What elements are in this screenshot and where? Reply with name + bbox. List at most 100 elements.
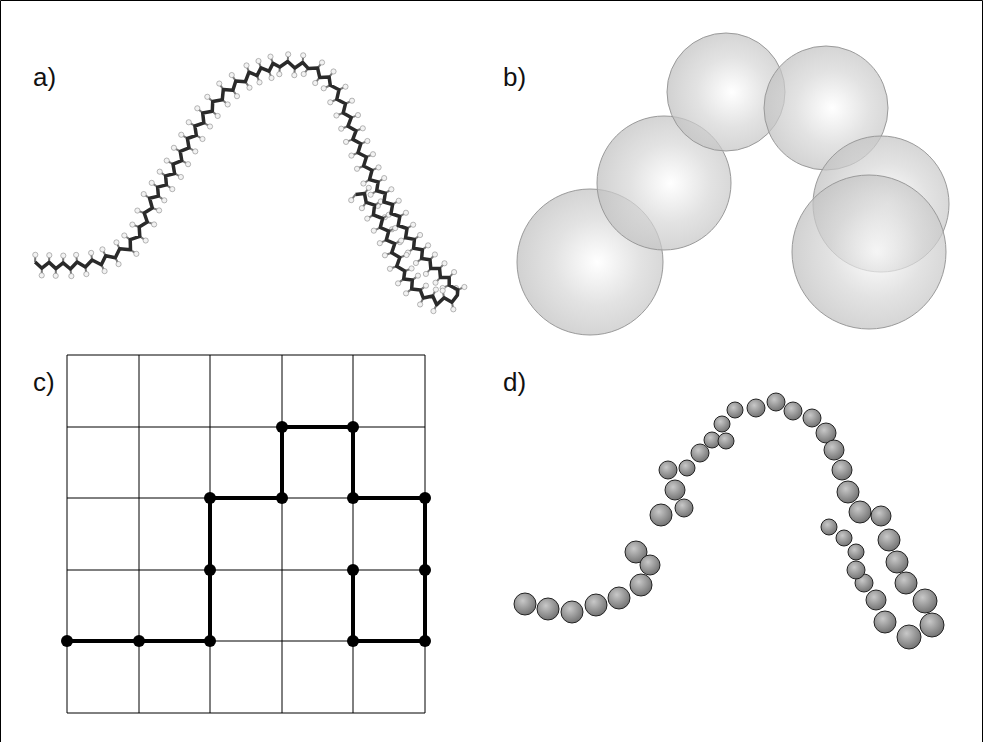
hydrogen-atom bbox=[403, 210, 408, 215]
hydrogen-atom bbox=[149, 180, 154, 185]
panel-label: c) bbox=[33, 369, 55, 395]
hydrogen-atom bbox=[33, 252, 38, 257]
hydrogen-atom bbox=[387, 266, 392, 271]
hydrogen-atom bbox=[349, 98, 354, 103]
hydrogen-atom bbox=[331, 69, 336, 74]
hydrogen-atom bbox=[432, 252, 437, 257]
monomer-dot bbox=[204, 564, 216, 576]
hydrogen-atom bbox=[193, 149, 198, 154]
hydrogen-atom bbox=[61, 253, 66, 258]
panel-label: a) bbox=[33, 64, 56, 90]
hydrogen-atom bbox=[365, 138, 370, 143]
hydrogen-atom bbox=[244, 63, 249, 68]
hydrogen-atom bbox=[411, 222, 416, 227]
bead bbox=[675, 499, 693, 517]
hydrogen-atom bbox=[423, 283, 428, 288]
bead bbox=[727, 402, 743, 418]
hydrogen-atom bbox=[371, 228, 376, 233]
hydrogen-atom bbox=[162, 198, 167, 203]
hydrogen-atom bbox=[370, 152, 375, 157]
hydrogen-atom bbox=[313, 80, 318, 85]
hydrogen-atom bbox=[170, 187, 175, 192]
hydrogen-atom bbox=[152, 222, 157, 227]
hydrogen-atom bbox=[225, 102, 230, 107]
carbon-backbone bbox=[35, 62, 458, 305]
hydrogen-atom bbox=[171, 145, 176, 150]
hydrogen-atom bbox=[409, 266, 414, 271]
hydrogen-atom bbox=[47, 253, 52, 258]
panel-label: d) bbox=[503, 369, 526, 395]
monomer-dot bbox=[276, 492, 288, 504]
bead bbox=[650, 504, 672, 526]
bead bbox=[897, 625, 921, 649]
panel-label: b) bbox=[503, 64, 526, 90]
bead bbox=[691, 444, 709, 462]
bead bbox=[920, 613, 944, 637]
bead bbox=[821, 519, 837, 535]
bead bbox=[837, 481, 859, 503]
hydrogen-atom bbox=[134, 251, 139, 256]
hydrogen-atom bbox=[69, 274, 74, 279]
hydrogen-atom bbox=[349, 198, 354, 203]
bead bbox=[630, 574, 652, 596]
hydrogen-atom bbox=[229, 72, 234, 77]
blob-spheres bbox=[517, 33, 949, 335]
bead bbox=[874, 611, 896, 633]
monomer-dot bbox=[419, 564, 431, 576]
grid-line bbox=[67, 713, 425, 714]
lattice-grid bbox=[67, 355, 425, 713]
hydrogen-atom bbox=[451, 307, 456, 312]
hydrogen-atom bbox=[205, 94, 210, 99]
bead bbox=[640, 555, 660, 575]
grid-line bbox=[139, 355, 140, 713]
hydrogen-atom bbox=[207, 124, 212, 129]
hydrogen-atom bbox=[268, 54, 273, 59]
hydrogen-atom bbox=[399, 238, 404, 243]
hydrogen-atom bbox=[413, 260, 418, 265]
bead bbox=[585, 594, 607, 616]
atomistic-chain bbox=[33, 52, 467, 314]
bead bbox=[866, 590, 886, 610]
hydrogen-atom bbox=[256, 58, 261, 63]
hydrogen-atom bbox=[277, 72, 282, 77]
hydrogen-atom bbox=[157, 169, 162, 174]
hydrogen-atom bbox=[39, 273, 44, 278]
bead bbox=[718, 433, 734, 449]
bead bbox=[832, 460, 852, 480]
bead bbox=[824, 440, 844, 460]
hydrogen-atom bbox=[382, 253, 387, 258]
hydrogen-atom bbox=[269, 75, 274, 80]
bead bbox=[608, 587, 630, 609]
hydrogen-atom bbox=[365, 216, 370, 221]
hydrogen-atom bbox=[403, 291, 408, 296]
hydrogen-atom bbox=[321, 86, 326, 91]
hydrogen-atom bbox=[328, 100, 333, 105]
hydrogen-atom bbox=[433, 280, 438, 285]
hydrogen-atom bbox=[377, 241, 382, 246]
monomer-dot bbox=[347, 635, 359, 647]
hydrogen-atom bbox=[74, 252, 79, 257]
hydrogen-atom bbox=[366, 185, 371, 190]
bead bbox=[895, 572, 917, 594]
grid-line bbox=[282, 355, 283, 713]
hydrogen-atom bbox=[425, 243, 430, 248]
grid-line bbox=[67, 355, 425, 356]
bead bbox=[747, 399, 765, 417]
lattice-chain bbox=[61, 421, 431, 647]
hydrogen-atom bbox=[376, 165, 381, 170]
hydrogen-atom bbox=[415, 273, 420, 278]
grid-line bbox=[67, 570, 425, 571]
hydrogen-atom bbox=[53, 273, 58, 278]
bead bbox=[714, 416, 730, 432]
hydrogen-atom bbox=[389, 187, 394, 192]
grid-line bbox=[67, 355, 68, 713]
monomer-dot bbox=[419, 635, 431, 647]
bead bbox=[767, 393, 785, 411]
hydrogen-atom bbox=[164, 158, 169, 163]
hydrogen-atom bbox=[418, 302, 423, 307]
hydrogen-atom bbox=[286, 52, 291, 57]
hydrogen-atom bbox=[343, 84, 348, 89]
